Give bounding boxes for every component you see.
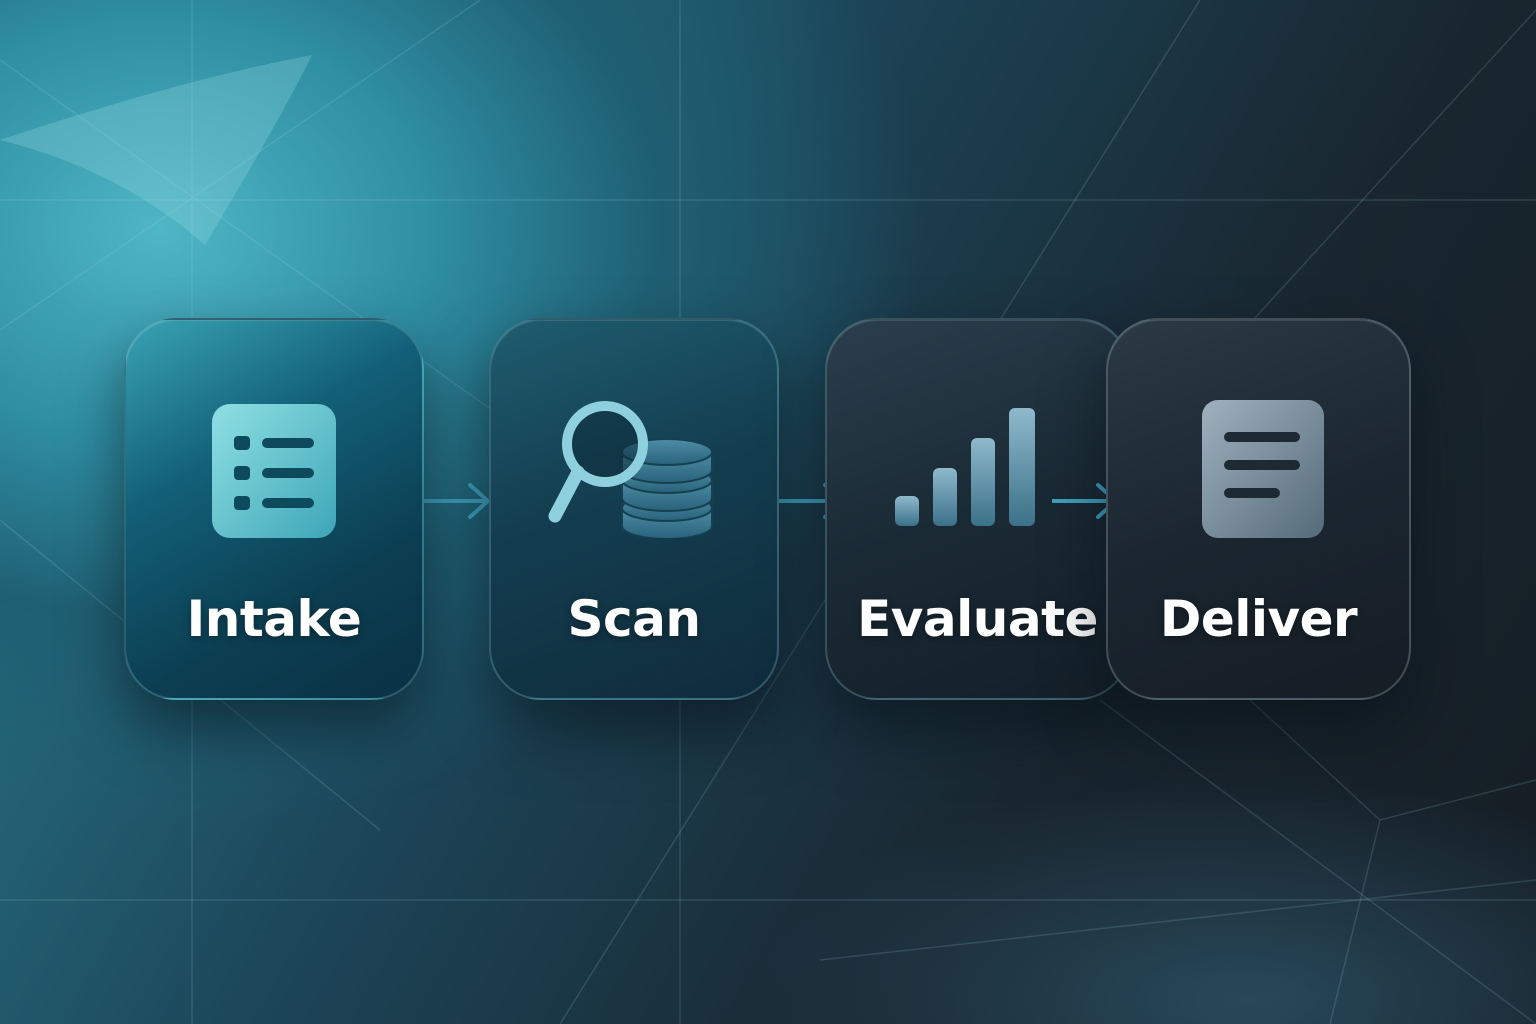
arrow-intake-to-scan (424, 483, 490, 519)
step-label-scan: Scan (567, 590, 702, 648)
list-document-icon (212, 404, 336, 538)
step-label-evaluate: Evaluate (857, 590, 1098, 648)
step-card-scan: Scan (489, 318, 779, 700)
bar-chart-icon (895, 408, 1035, 526)
search-database-icon (548, 401, 713, 538)
text-document-icon (1202, 400, 1324, 538)
step-card-intake: Intake (124, 318, 424, 700)
step-label-intake: Intake (186, 590, 362, 648)
step-card-evaluate: Evaluate (825, 318, 1130, 700)
step-card-deliver: Deliver (1106, 318, 1411, 700)
step-label-deliver: Deliver (1159, 590, 1358, 648)
